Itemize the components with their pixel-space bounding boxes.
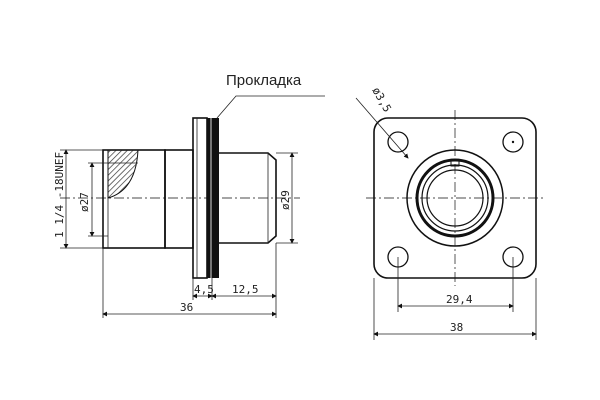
dim-29-4-label: 29,4 [446, 293, 473, 306]
mount-hole-tr [502, 131, 524, 153]
gasket-highlight [210, 118, 212, 278]
thread-label: 1 1/4 -18UNEF [53, 152, 66, 238]
front-body [219, 152, 277, 244]
side-view: Прокладка 1 1/4 -18UNEF ø27 ø29 4,5 12,5… [53, 72, 325, 318]
thread-cutaway-hatch [107, 149, 139, 199]
dim-36-label: 36 [180, 301, 193, 314]
body-ring-2 [421, 164, 489, 232]
gasket-leader [216, 95, 325, 119]
key-notch [450, 159, 460, 167]
hole-dia-leader [355, 97, 409, 159]
gasket [207, 118, 219, 278]
dim-38-label: 38 [450, 321, 463, 334]
dim-12-5-label: 12,5 [232, 283, 259, 296]
mount-hole-tl [387, 131, 409, 153]
front-view: ø3,5 29,4 38 [355, 85, 545, 340]
mount-hole-tr-center [511, 140, 515, 144]
body-shoulder [164, 149, 194, 249]
body-outer-circle [406, 149, 504, 247]
body-ring-3 [426, 169, 484, 227]
dim-4-5-label: 4,5 [194, 283, 214, 296]
dia27-label: ø27 [78, 192, 91, 212]
dia29-label: ø29 [279, 190, 292, 210]
hole-dia-label: ø3,5 [369, 85, 394, 114]
gasket-label: Прокладка [226, 72, 302, 89]
